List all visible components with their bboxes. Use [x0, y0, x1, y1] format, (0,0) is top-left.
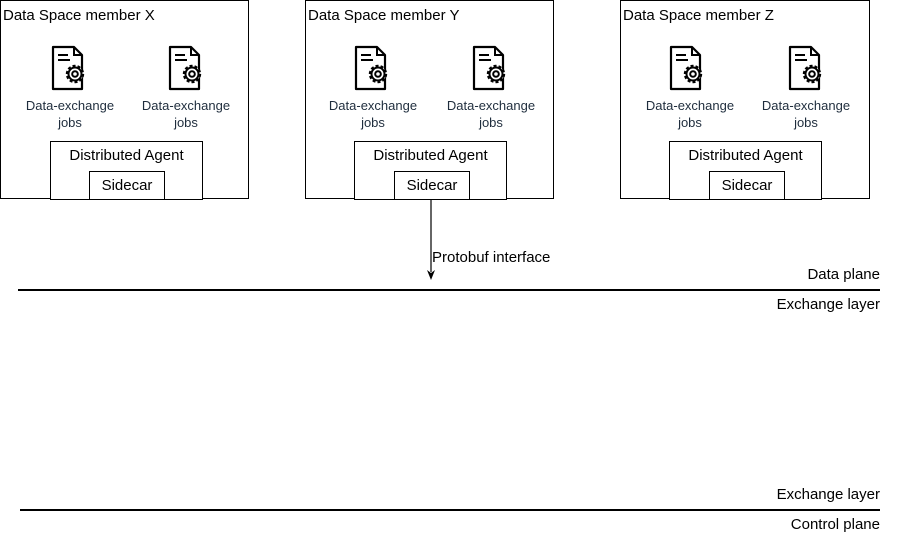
document-gear-icon — [669, 45, 703, 91]
protobuf-connector-arrow — [427, 200, 435, 280]
distributed-agent-label: Distributed Agent — [69, 147, 184, 164]
job-label: Data-exchange jobs — [446, 98, 536, 130]
sidecar-box: Sidecar — [394, 171, 470, 200]
control-plane-line — [20, 509, 880, 511]
document-gear-icon — [51, 45, 85, 91]
job-label: Data-exchange jobs — [141, 98, 231, 130]
document-gear-icon — [788, 45, 822, 91]
data-plane-label: Data plane — [807, 266, 880, 283]
member-title: Data Space member Z — [623, 7, 774, 24]
data-plane-line — [18, 289, 880, 291]
member-title: Data Space member X — [3, 7, 155, 24]
job-label: Data-exchange jobs — [328, 98, 418, 130]
sidecar-box: Sidecar — [89, 171, 165, 200]
distributed-agent-box: Distributed Agent Sidecar — [669, 141, 822, 200]
job-label: Data-exchange jobs — [645, 98, 735, 130]
member-box-y: Data Space member Y Data-exchange jobs D… — [305, 0, 554, 200]
job-label: Data-exchange jobs — [25, 98, 115, 130]
document-gear-icon — [168, 45, 202, 91]
distributed-agent-label: Distributed Agent — [373, 147, 488, 164]
document-gear-icon — [354, 45, 388, 91]
member-title: Data Space member Y — [308, 7, 460, 24]
sidecar-box: Sidecar — [709, 171, 785, 200]
member-box-x: Data Space member X Data-exchange jobs D… — [0, 0, 249, 200]
exchange-layer-bottom-label: Exchange layer — [776, 486, 880, 503]
protobuf-interface-label: Protobuf interface — [432, 249, 551, 266]
member-box-z: Data Space member Z Data-exchange jobs D… — [620, 0, 870, 200]
job-label: Data-exchange jobs — [761, 98, 851, 130]
distributed-agent-label: Distributed Agent — [688, 147, 803, 164]
document-gear-icon — [472, 45, 506, 91]
distributed-agent-box: Distributed Agent Sidecar — [50, 141, 203, 200]
exchange-layer-top-label: Exchange layer — [776, 296, 880, 313]
control-plane-label: Control plane — [790, 516, 880, 533]
distributed-agent-box: Distributed Agent Sidecar — [354, 141, 507, 200]
